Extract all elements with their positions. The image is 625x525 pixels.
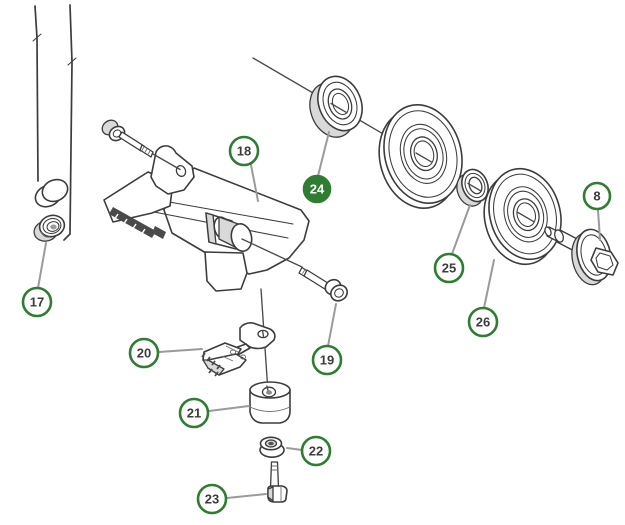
damper-21: [249, 381, 291, 424]
callout-20-circle[interactable]: [128, 337, 160, 369]
callout-24-circle[interactable]: [302, 174, 332, 204]
leader-22: [286, 447, 303, 451]
leader-26: [483, 259, 495, 309]
bearing-24: [309, 75, 363, 138]
callout-25-circle[interactable]: [433, 252, 465, 284]
bolt-23: [267, 461, 288, 503]
callout-8-label: 8: [593, 189, 600, 204]
callout-17-circle[interactable]: [21, 286, 53, 318]
flange-bolt-8: [544, 226, 619, 286]
callout-17[interactable]: 17: [21, 286, 53, 318]
leader-20: [158, 348, 203, 353]
callout-21[interactable]: 21: [178, 397, 210, 429]
callout-21-circle[interactable]: [178, 397, 210, 429]
bracket-18: [103, 145, 310, 292]
callout-8-circle[interactable]: [582, 181, 612, 211]
callout-26-circle[interactable]: [467, 306, 499, 338]
callout-17-label: 17: [30, 295, 44, 310]
axis-bore-segments: [330, 102, 535, 223]
leader-19: [327, 303, 337, 347]
callout-24-highlighted[interactable]: 24: [302, 174, 332, 204]
washer-25: [456, 168, 489, 207]
leader-lines: [37, 131, 601, 499]
callout-19-circle[interactable]: [311, 344, 343, 376]
callout-25[interactable]: 25: [433, 252, 465, 284]
callout-18-label: 18: [237, 144, 251, 159]
callout-23-label: 23: [205, 492, 219, 507]
clamp-20: [201, 322, 276, 377]
callout-24-label: 24: [310, 182, 325, 197]
callout-20-label: 20: [137, 346, 151, 361]
callout-25-label: 25: [442, 261, 456, 276]
callout-19[interactable]: 19: [311, 344, 343, 376]
bolt-19-axis: [241, 238, 303, 268]
pulley-left: [378, 104, 463, 210]
callout-22-label: 22: [309, 444, 323, 459]
callout-18[interactable]: 18: [228, 135, 260, 167]
bolt-19: [298, 266, 348, 302]
callout-18-circle[interactable]: [228, 135, 260, 167]
leader-23: [226, 493, 267, 499]
callout-8[interactable]: 8: [582, 181, 612, 211]
leader-8: [597, 209, 601, 241]
leader-17: [37, 242, 47, 289]
callout-21-label: 21: [187, 406, 201, 421]
pulley-26: [483, 167, 562, 266]
callout-22-circle[interactable]: [300, 435, 332, 467]
callout-19-label: 19: [320, 353, 334, 368]
cover-edge-lines: [32, 4, 77, 241]
leader-25: [451, 204, 471, 255]
upper-bolt-axis: [152, 153, 181, 171]
callout-26[interactable]: 26: [467, 306, 499, 338]
callout-23-circle[interactable]: [196, 483, 228, 515]
leader-18: [250, 164, 259, 202]
callout-26-label: 26: [476, 315, 490, 330]
nut-17: [33, 214, 66, 242]
callout-20[interactable]: 20: [128, 337, 160, 369]
bracket-bolt-upper: [101, 119, 154, 158]
callout-23[interactable]: 23: [196, 483, 228, 515]
leader-24: [317, 131, 330, 177]
washer-22: [259, 436, 285, 458]
leader-21: [208, 405, 250, 412]
callout-22[interactable]: 22: [300, 435, 332, 467]
plug-cap: [34, 178, 69, 208]
